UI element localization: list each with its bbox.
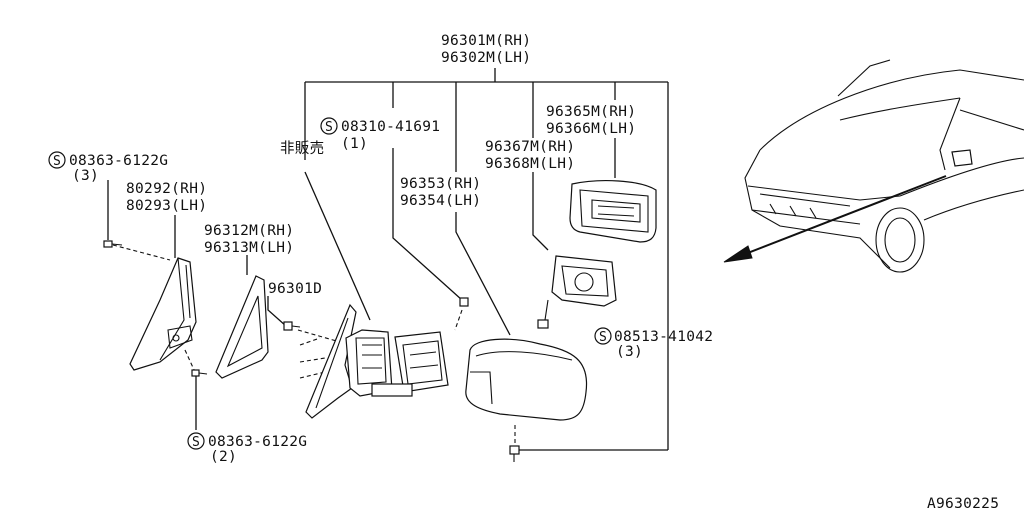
label-screw-top-number: 08310-41691 xyxy=(341,119,440,135)
label-bolt-bottom-number: 08363-6122G xyxy=(208,434,307,450)
label-glass-rh: 96365M(RH) xyxy=(546,104,636,120)
actuator-part xyxy=(537,255,617,329)
svg-text:S: S xyxy=(192,435,200,450)
label-clip: 96301D xyxy=(268,281,322,297)
label-mirror-rh: 96301M(RH) xyxy=(441,33,531,49)
label-screw-right-number: 08513-41042 xyxy=(614,329,713,345)
label-bolt-left-qty: (3) xyxy=(72,168,99,184)
s-symbol-screw-right: S xyxy=(594,327,612,345)
label-actuator-rh: 96367M(RH) xyxy=(485,139,575,155)
label-cover-rh: 96353(RH) xyxy=(400,176,481,192)
triangle-trim-part xyxy=(215,275,269,379)
label-bolt-bottom-qty: (2) xyxy=(210,449,237,465)
bolt-left xyxy=(103,240,123,248)
mirror-glass-part xyxy=(569,180,657,243)
svg-text:S: S xyxy=(53,154,61,169)
label-actuator-lh: 96368M(LH) xyxy=(485,156,575,172)
s-symbol-bolt-bottom: S xyxy=(187,432,205,450)
bolt-bottom xyxy=(191,369,208,377)
label-screw-right-qty: (3) xyxy=(616,344,643,360)
mirror-cover-part xyxy=(465,338,588,421)
car-illustration xyxy=(723,59,1024,273)
label-glass-lh: 96366M(LH) xyxy=(546,121,636,137)
clip-part xyxy=(283,321,301,331)
corner-finisher-part xyxy=(129,257,197,371)
label-corner-lh: 80293(LH) xyxy=(126,198,207,214)
label-mirror-lh: 96302M(LH) xyxy=(441,50,531,66)
s-symbol-screw-top: S xyxy=(320,117,338,135)
label-trim-rh: 96312M(RH) xyxy=(204,223,294,239)
label-corner-rh: 80292(RH) xyxy=(126,181,207,197)
label-not-for-sale: 非販売 xyxy=(280,140,324,157)
screw-top xyxy=(459,297,469,307)
label-screw-top-qty: (1) xyxy=(341,136,368,152)
svg-text:S: S xyxy=(599,330,607,345)
label-cover-lh: 96354(LH) xyxy=(400,193,481,209)
mirror-base-part xyxy=(305,303,449,419)
svg-text:S: S xyxy=(325,120,333,135)
screw-bottom xyxy=(509,445,520,462)
label-trim-lh: 96313M(LH) xyxy=(204,240,294,256)
figure-code: A9630225 xyxy=(927,496,999,512)
s-symbol-bolt-left: S xyxy=(48,151,66,169)
label-bolt-left-number: 08363-6122G xyxy=(69,153,168,169)
leader-lines xyxy=(107,68,669,451)
